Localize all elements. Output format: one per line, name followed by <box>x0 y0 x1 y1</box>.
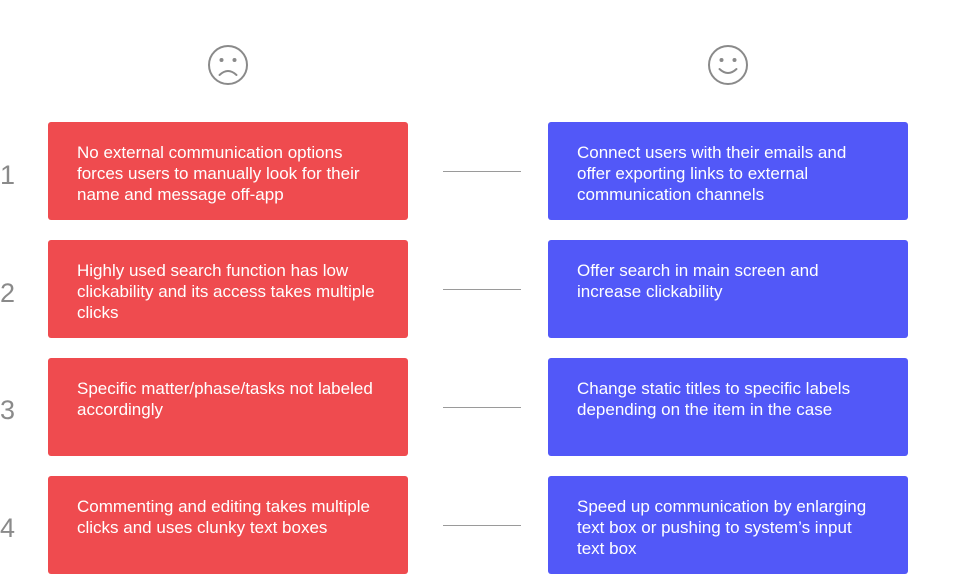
connector-line <box>443 289 521 290</box>
connector-line <box>443 407 521 408</box>
connector-line <box>443 171 521 172</box>
row-number: 3 <box>0 395 16 425</box>
problem-card: Commenting and editing takes multiple cl… <box>48 476 408 574</box>
connector-line <box>443 525 521 526</box>
solution-card: Change static titles to specific labels … <box>548 358 908 456</box>
problem-card: Specific matter/phase/tasks not labeled … <box>48 358 408 456</box>
solution-card: Offer search in main screen and increase… <box>548 240 908 338</box>
solution-card: Speed up communication by enlarging text… <box>548 476 908 574</box>
sad-face-icon <box>207 44 249 86</box>
problem-card: Highly used search function has low clic… <box>48 240 408 338</box>
solution-card: Connect users with their emails and offe… <box>548 122 908 220</box>
row-number: 2 <box>0 278 16 308</box>
happy-face-icon <box>707 44 749 86</box>
row-number: 4 <box>0 513 16 543</box>
problem-card: No external communication options forces… <box>48 122 408 220</box>
row-number: 1 <box>0 160 16 190</box>
